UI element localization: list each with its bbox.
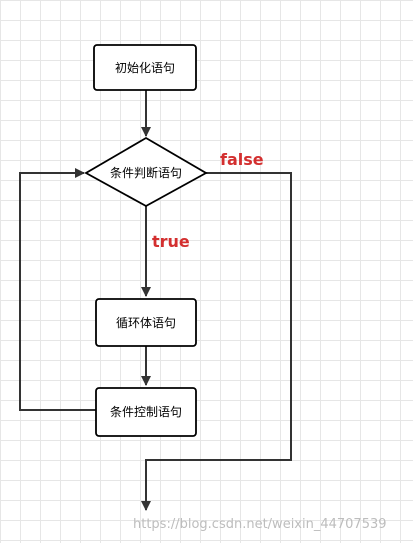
node-body: 循环体语句 xyxy=(95,298,197,347)
node-condition-label: 条件判断语句 xyxy=(110,165,182,180)
node-condition: 条件判断语句 xyxy=(84,136,208,208)
watermark-text: https://blog.csdn.net/weixin_44707539 xyxy=(133,517,387,532)
node-control-label: 条件控制语句 xyxy=(110,405,182,419)
edge-label-false: false xyxy=(220,150,264,169)
node-init: 初始化语句 xyxy=(93,44,197,91)
edge-control-loop-back xyxy=(19,168,96,411)
node-init-label: 初始化语句 xyxy=(115,61,175,75)
edge-label-true: true xyxy=(152,232,190,251)
edge-false-exit xyxy=(141,172,292,511)
node-body-label: 循环体语句 xyxy=(116,316,176,330)
node-control: 条件控制语句 xyxy=(95,387,197,437)
